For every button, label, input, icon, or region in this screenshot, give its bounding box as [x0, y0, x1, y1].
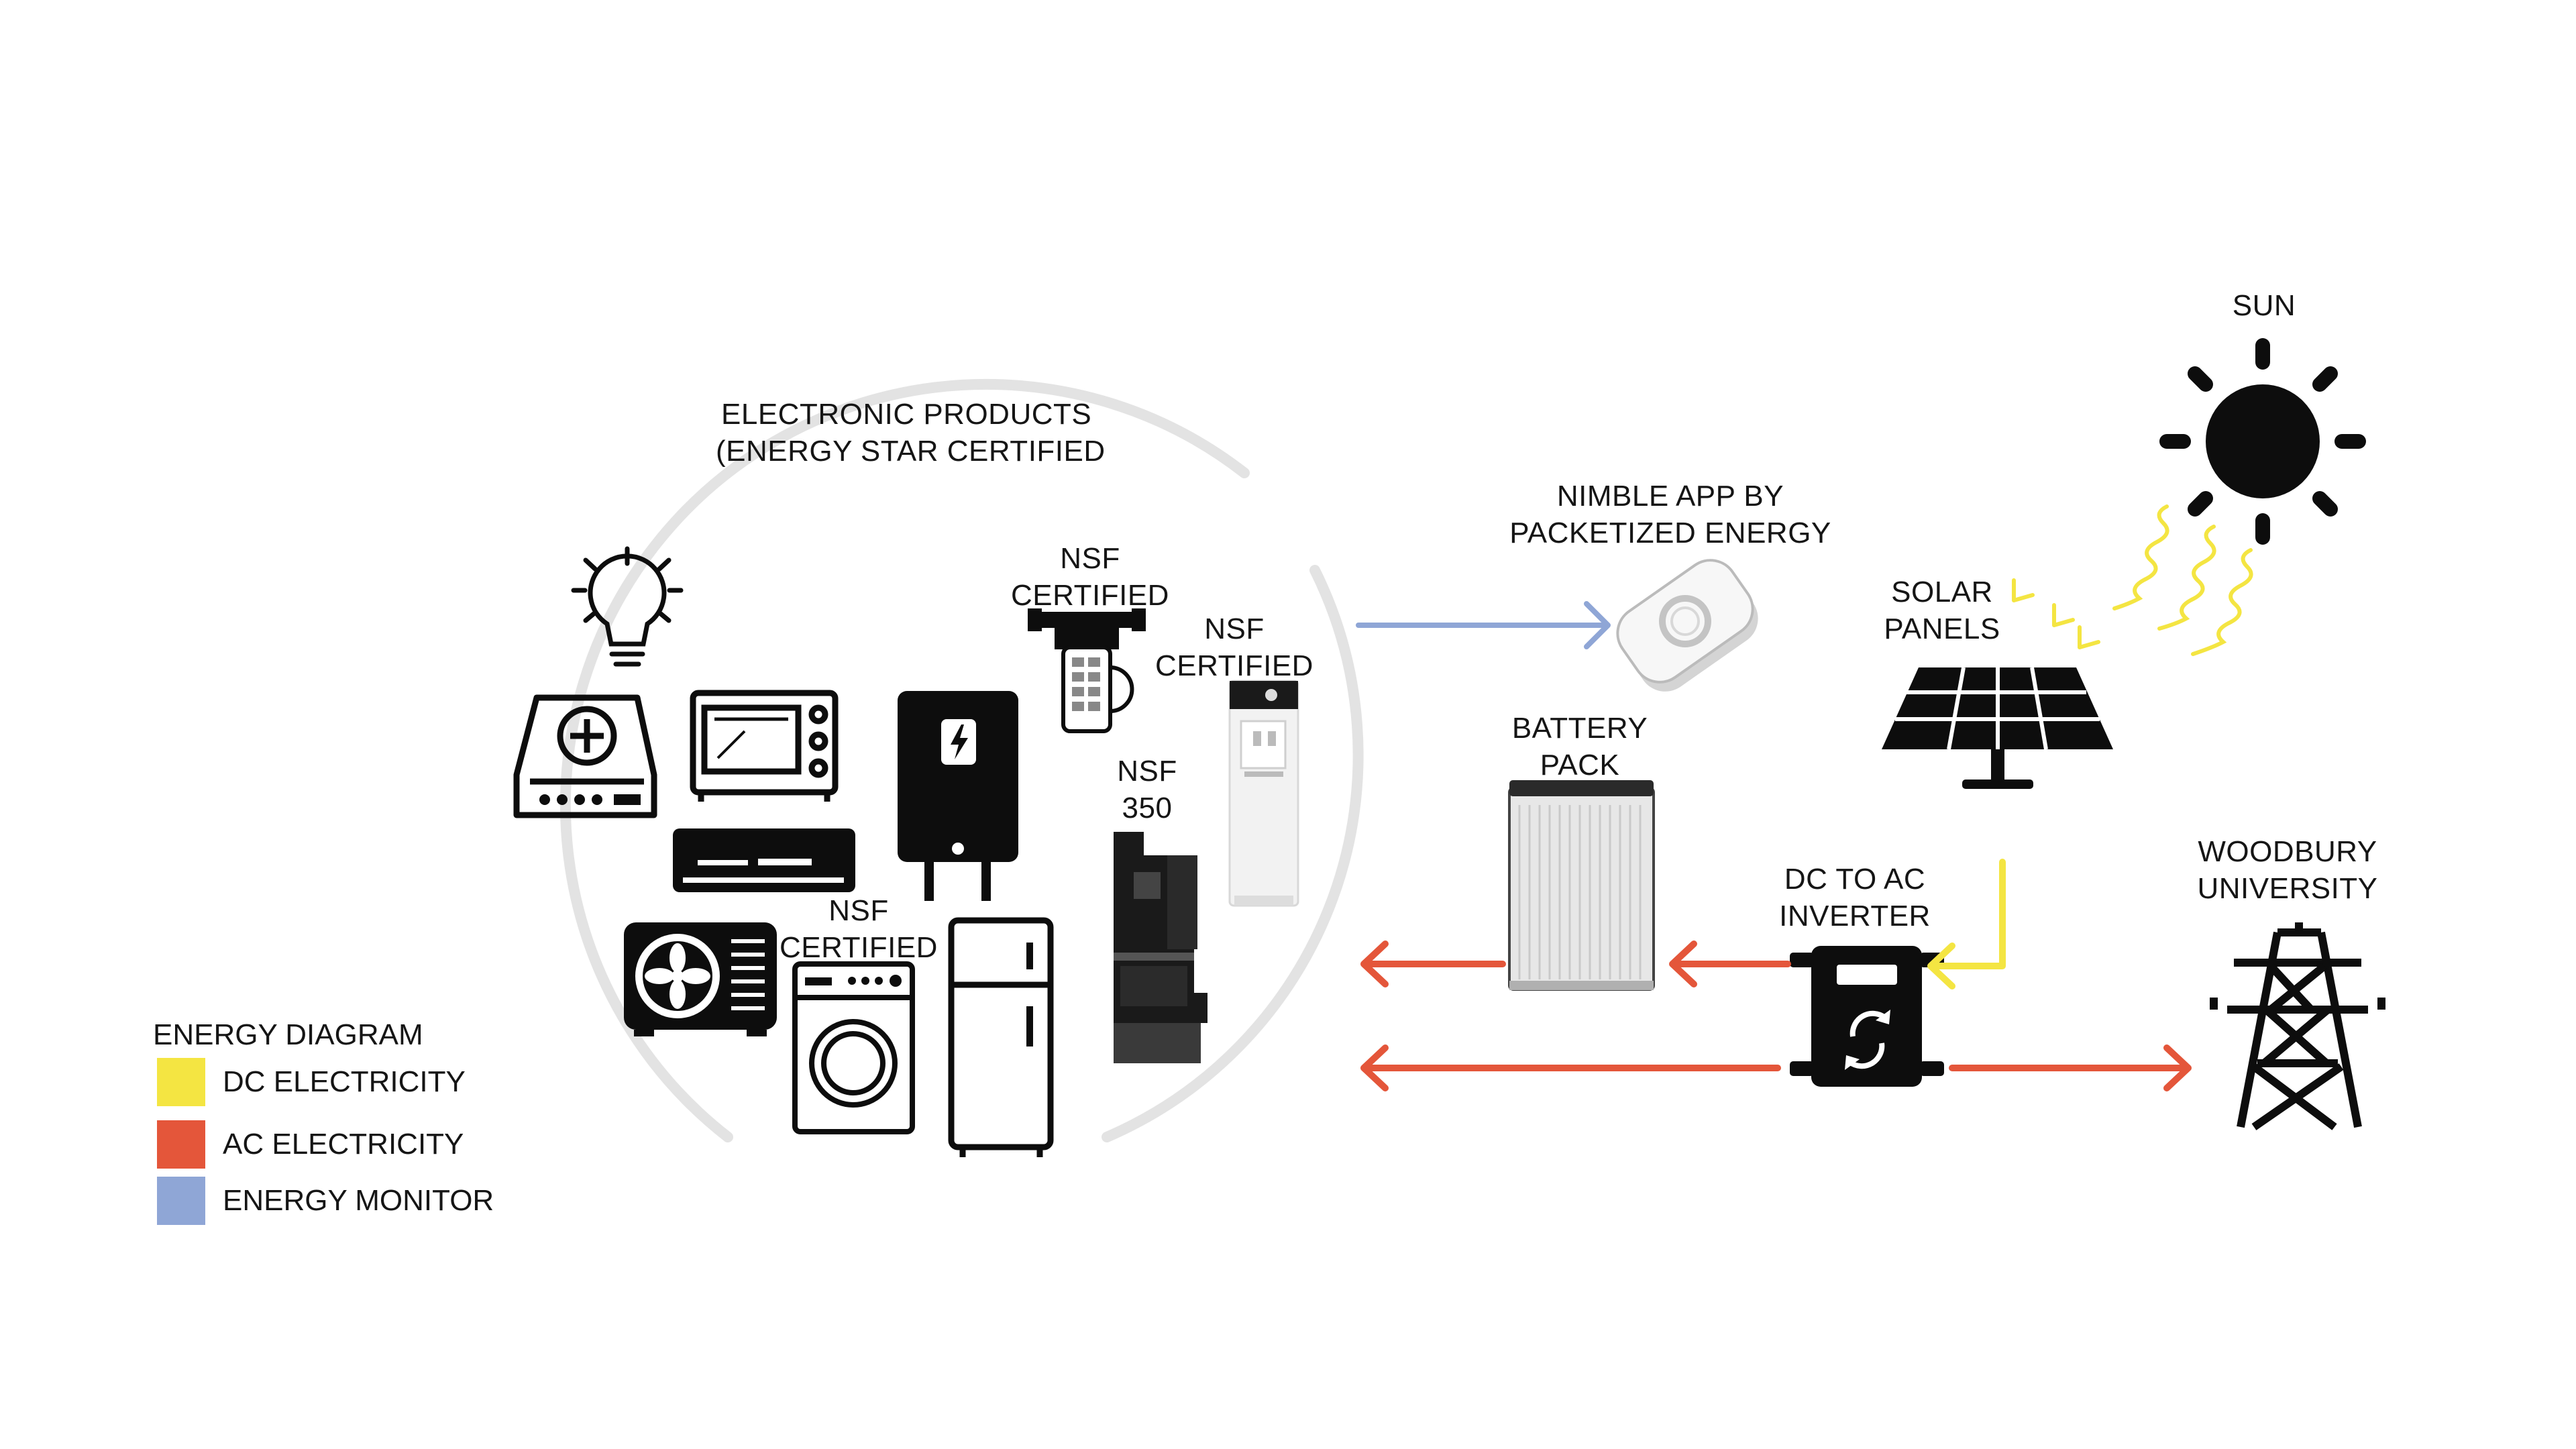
- nsf-certified-filter-label: NSF CERTIFIED: [1006, 540, 1174, 614]
- inverter-line2: INVERTER: [1779, 900, 1931, 932]
- legend-swatch-ac: [157, 1120, 205, 1169]
- electronic-products-line1: ELECTRONIC PRODUCTS: [721, 398, 1092, 431]
- nimble-device-icon: [1616, 559, 1758, 692]
- air-conditioner-icon: [673, 828, 855, 892]
- nsf-line1: NSF: [1204, 612, 1265, 645]
- legend-label-monitor: ENERGY MONITOR: [223, 1184, 494, 1217]
- washing-machine-icon: [792, 961, 915, 1134]
- coffee-machine-icon: [1114, 832, 1208, 1063]
- nimble-line2: PACKETIZED ENERGY: [1509, 517, 1831, 549]
- nsf-line1: NSF: [828, 894, 889, 927]
- legend-item-ac: AC ELECTRICITY: [157, 1119, 464, 1169]
- water-filter-icon: [1028, 608, 1146, 733]
- nsf-line1: NSF: [1117, 755, 1177, 788]
- induction-cooktop-icon: [513, 694, 657, 818]
- water-dispenser-icon: [1228, 680, 1299, 907]
- ac-electricity-arrows: [1360, 941, 2192, 1091]
- nsf-line2: CERTIFIED: [780, 931, 938, 964]
- nsf-350-label: NSF 350: [1100, 753, 1194, 826]
- legend-label-dc: DC ELECTRICITY: [223, 1065, 466, 1098]
- battery-pack-label: BATTERY PACK: [1496, 710, 1664, 784]
- solar-line1: SOLAR: [1891, 576, 1993, 608]
- legend-label-ac: AC ELECTRICITY: [223, 1128, 464, 1161]
- woodbury-line1: WOODBURY: [2198, 835, 2377, 868]
- energy-monitor-arrow: [1356, 601, 1611, 649]
- dc-electricity-arrow: [1927, 859, 2006, 989]
- dc-to-ac-inverter-label: DC TO AC INVERTER: [1771, 861, 1939, 934]
- legend-swatch-dc: [157, 1057, 205, 1106]
- battery-line1: BATTERY: [1511, 712, 1648, 745]
- nsf-line2: CERTIFIED: [1155, 649, 1313, 682]
- nsf-certified-washer-label: NSF CERTIFIED: [775, 892, 943, 966]
- sun-label: SUN: [2207, 287, 2321, 324]
- nsf-line2: 350: [1122, 792, 1173, 824]
- sun-ray-arrows: [2012, 504, 2253, 656]
- nsf-certified-dispenser-label: NSF CERTIFIED: [1150, 610, 1318, 684]
- woodbury-university-label: WOODBURY UNIVERSITY: [2174, 833, 2402, 907]
- sun-icon: [2159, 338, 2366, 545]
- appliance-circle: [559, 378, 1364, 1142]
- solar-panel-icon: [1882, 667, 2113, 789]
- nimble-app-label: NIMBLE APP BY PACKETIZED ENERGY: [1496, 478, 1845, 551]
- refrigerator-icon: [948, 917, 1054, 1157]
- nimble-line1: NIMBLE APP BY: [1556, 480, 1784, 513]
- light-bulb-icon: [571, 546, 684, 667]
- sun-text: SUN: [2232, 289, 2296, 322]
- electronic-products-line2: (ENERGY STAR CERTIFIED: [716, 435, 1106, 468]
- electronic-products-label: ELECTRONIC PRODUCTS (ENERGY STAR CERTIFI…: [716, 396, 1106, 470]
- legend-title: ENERGY DIAGRAM: [153, 1018, 423, 1051]
- toaster-oven-icon: [690, 690, 839, 802]
- legend-swatch-monitor: [157, 1176, 205, 1225]
- legend-item-dc: DC ELECTRICITY: [157, 1057, 466, 1107]
- battery-line2: PACK: [1540, 749, 1620, 782]
- inverter-icon: [1790, 946, 1944, 1087]
- nsf-line2: CERTIFIED: [1011, 579, 1169, 612]
- battery-pack-icon: [1508, 780, 1655, 991]
- water-heater-icon: [898, 691, 1018, 901]
- solar-line2: PANELS: [1884, 612, 2000, 645]
- inverter-line1: DC TO AC: [1784, 863, 1926, 896]
- solar-panels-label: SOLAR PANELS: [1858, 574, 2026, 647]
- woodbury-line2: UNIVERSITY: [2197, 872, 2378, 905]
- ac-outdoor-unit-icon: [624, 922, 777, 1036]
- legend-item-monitor: ENERGY MONITOR: [157, 1175, 494, 1226]
- nsf-line1: NSF: [1060, 542, 1120, 575]
- transmission-tower-icon: [2210, 922, 2385, 1130]
